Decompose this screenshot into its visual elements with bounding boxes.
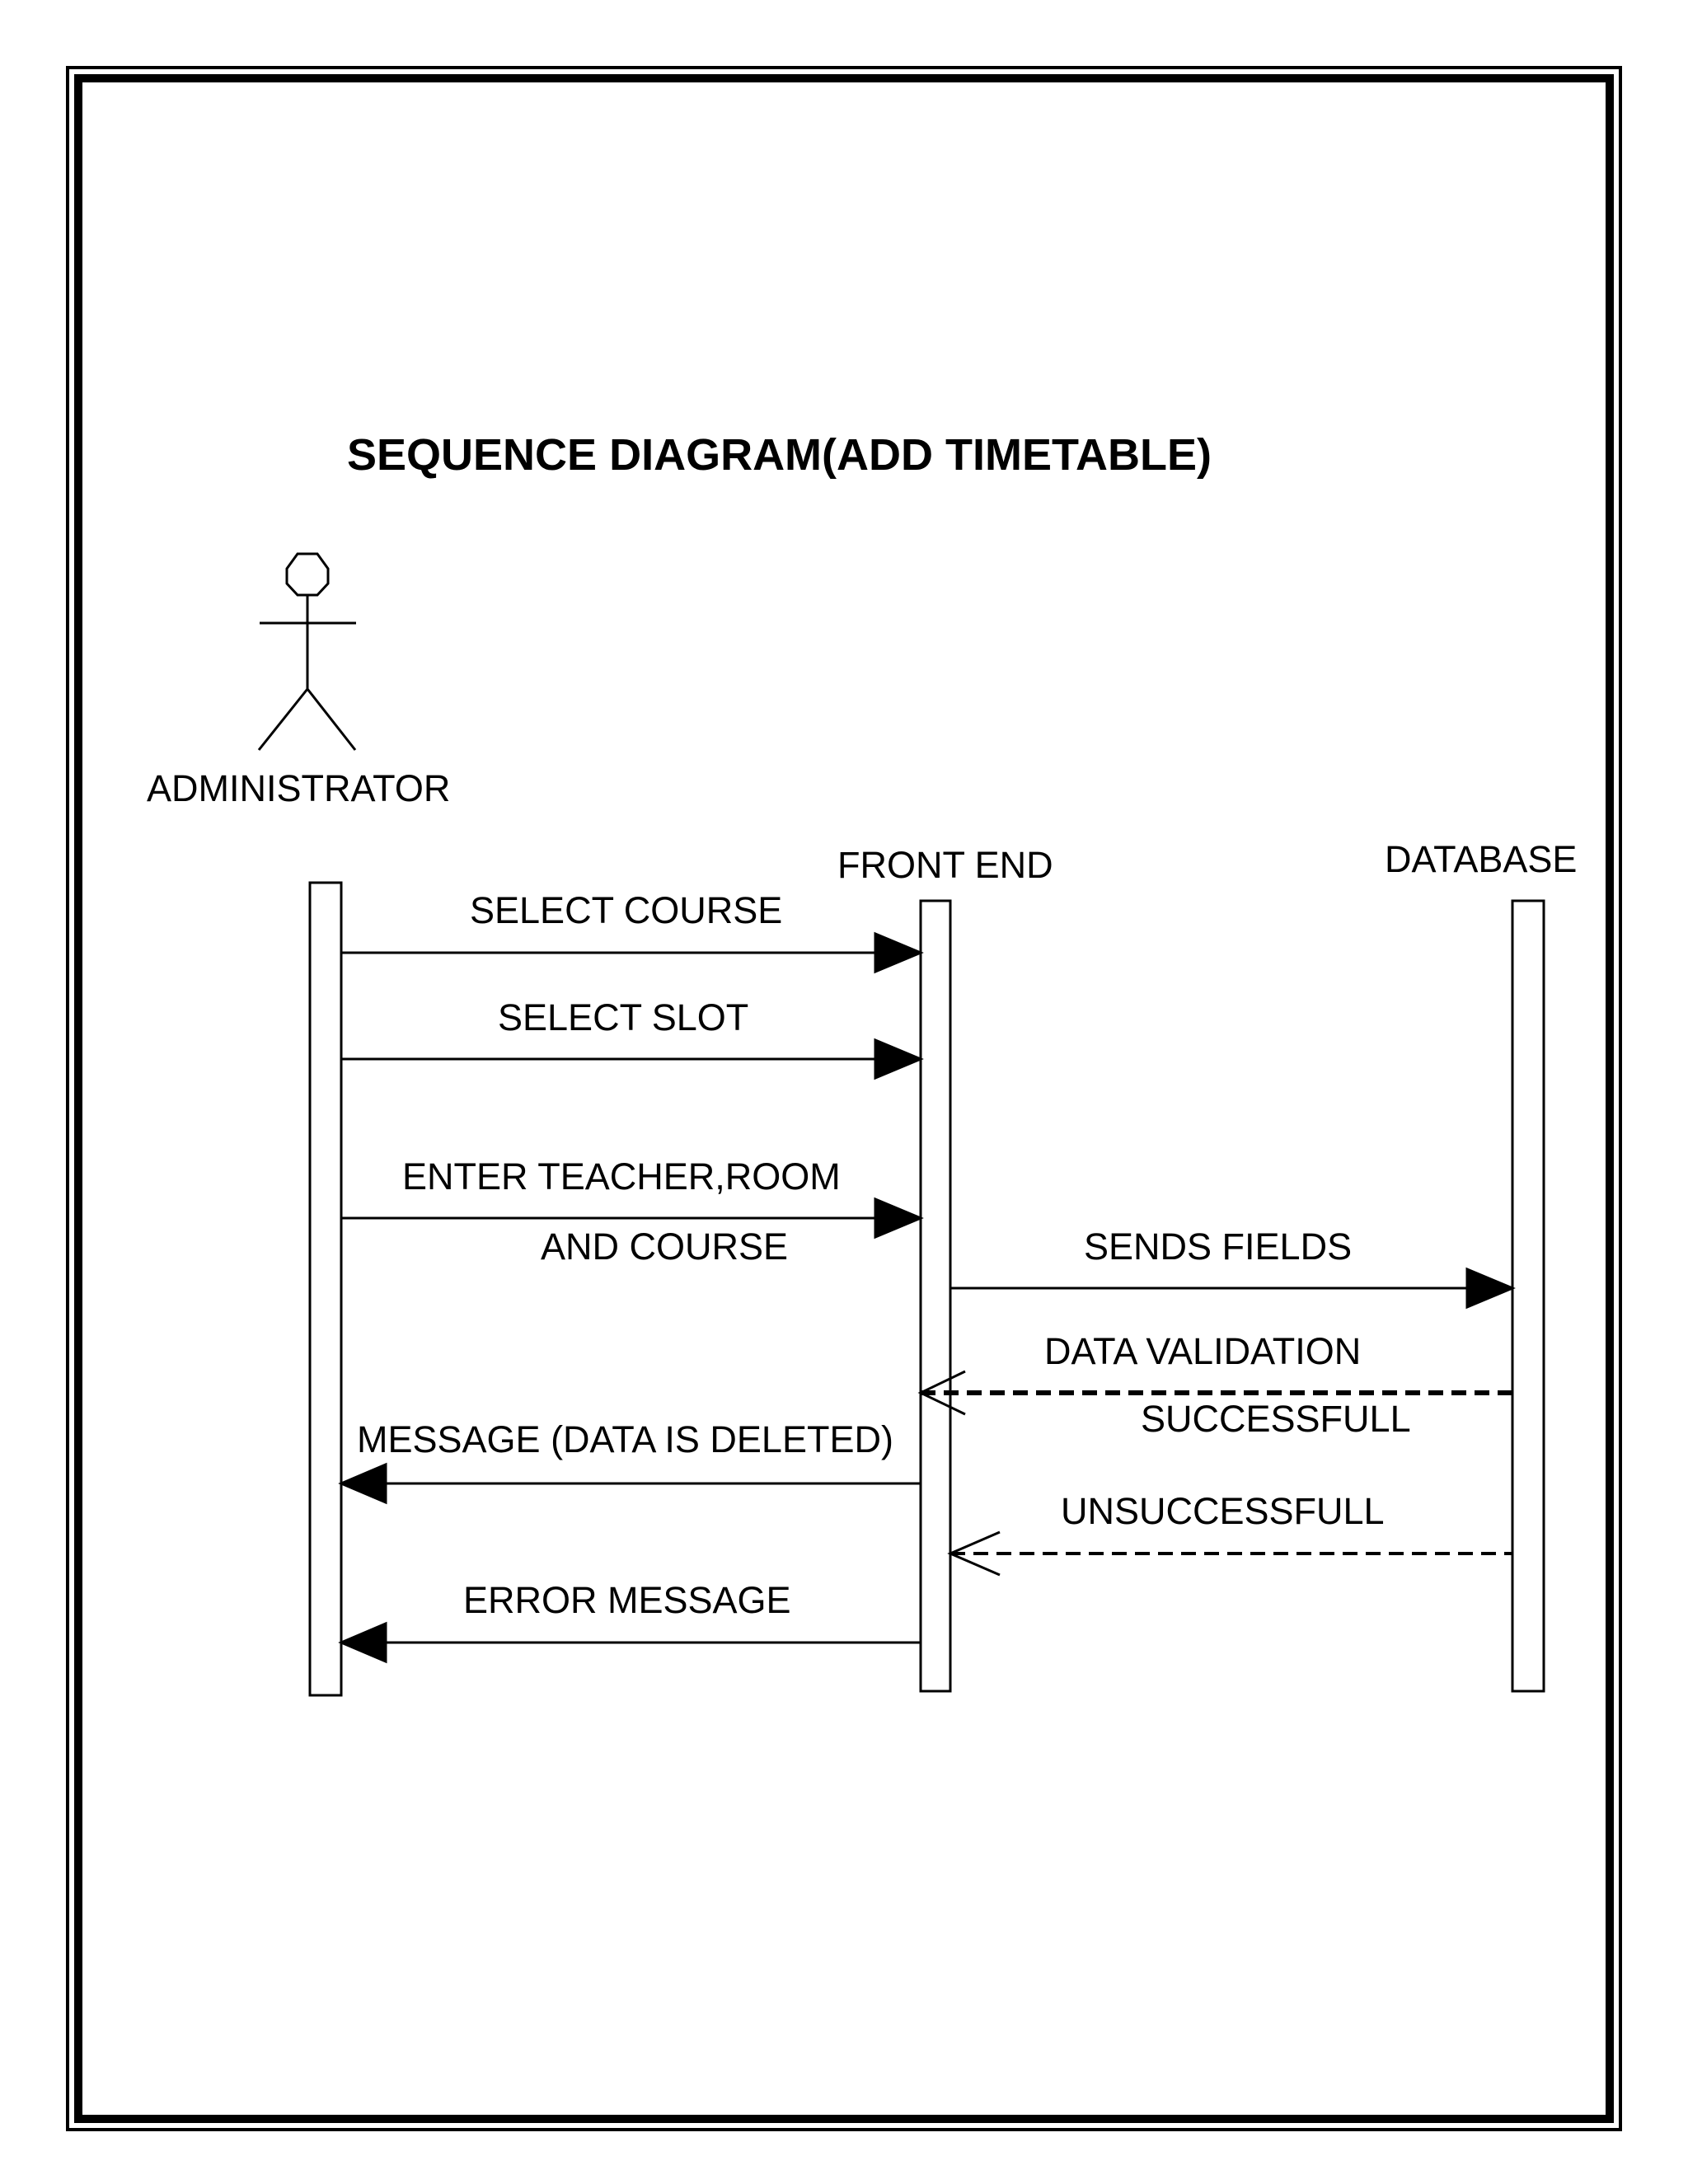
message-data-deleted-message: MESSAGE (DATA IS DELETED) xyxy=(338,1418,921,1505)
sends-fields-label: SENDS FIELDS xyxy=(1084,1226,1352,1268)
successfull-label: SUCCESSFULL xyxy=(1141,1398,1411,1440)
diagram-title: SEQUENCE DIAGRAM(ADD TIMETABLE) xyxy=(347,430,1212,480)
enter-teacher-label-line1: ENTER TEACHER,ROOM xyxy=(402,1155,841,1197)
outer-border xyxy=(66,66,1622,2131)
front-end-label: FRONT END xyxy=(837,844,1053,886)
unsuccessful-message: UNSUCCESSFULL xyxy=(947,1490,1512,1577)
inner-border xyxy=(74,74,1614,2123)
message-data-deleted-label: MESSAGE (DATA IS DELETED) xyxy=(357,1418,893,1460)
unsuccessfull-label: UNSUCCESSFULL xyxy=(1061,1490,1385,1532)
administrator-actor-icon xyxy=(257,552,357,751)
arrowhead-right-icon xyxy=(874,1038,924,1080)
database-activation-bar xyxy=(1511,899,1545,1693)
sends-fields-message: SENDS FIELDS xyxy=(950,1226,1516,1310)
front-end-activation-bar xyxy=(919,899,952,1693)
enter-teacher-label-line2: AND COURSE xyxy=(541,1226,788,1268)
error-message-label: ERROR MESSAGE xyxy=(463,1579,791,1621)
open-arrowhead-left-icon xyxy=(917,1370,966,1416)
enter-teacher-message: ENTER TEACHER,ROOM AND COURSE xyxy=(341,1155,924,1268)
arrowhead-right-icon xyxy=(874,931,924,974)
arrowhead-left-icon xyxy=(338,1462,387,1505)
error-message-message: ERROR MESSAGE xyxy=(338,1579,921,1664)
select-slot-label: SELECT SLOT xyxy=(498,996,748,1038)
arrowhead-right-icon xyxy=(874,1197,924,1240)
arrowhead-right-icon xyxy=(1465,1267,1516,1310)
select-course-message: SELECT COURSE xyxy=(341,889,924,974)
select-slot-message: SELECT SLOT xyxy=(341,996,924,1080)
data-validation-label: DATA VALIDATION xyxy=(1044,1330,1361,1372)
administrator-label: ADMINISTRATOR xyxy=(147,767,450,809)
database-label: DATABASE xyxy=(1385,838,1577,880)
data-validation-successful-message: DATA VALIDATION SUCCESSFULL xyxy=(917,1330,1512,1440)
administrator-activation-bar xyxy=(308,881,343,1697)
arrowhead-left-icon xyxy=(338,1621,387,1664)
open-arrowhead-left-icon xyxy=(947,1530,1001,1577)
select-course-label: SELECT COURSE xyxy=(470,889,782,931)
